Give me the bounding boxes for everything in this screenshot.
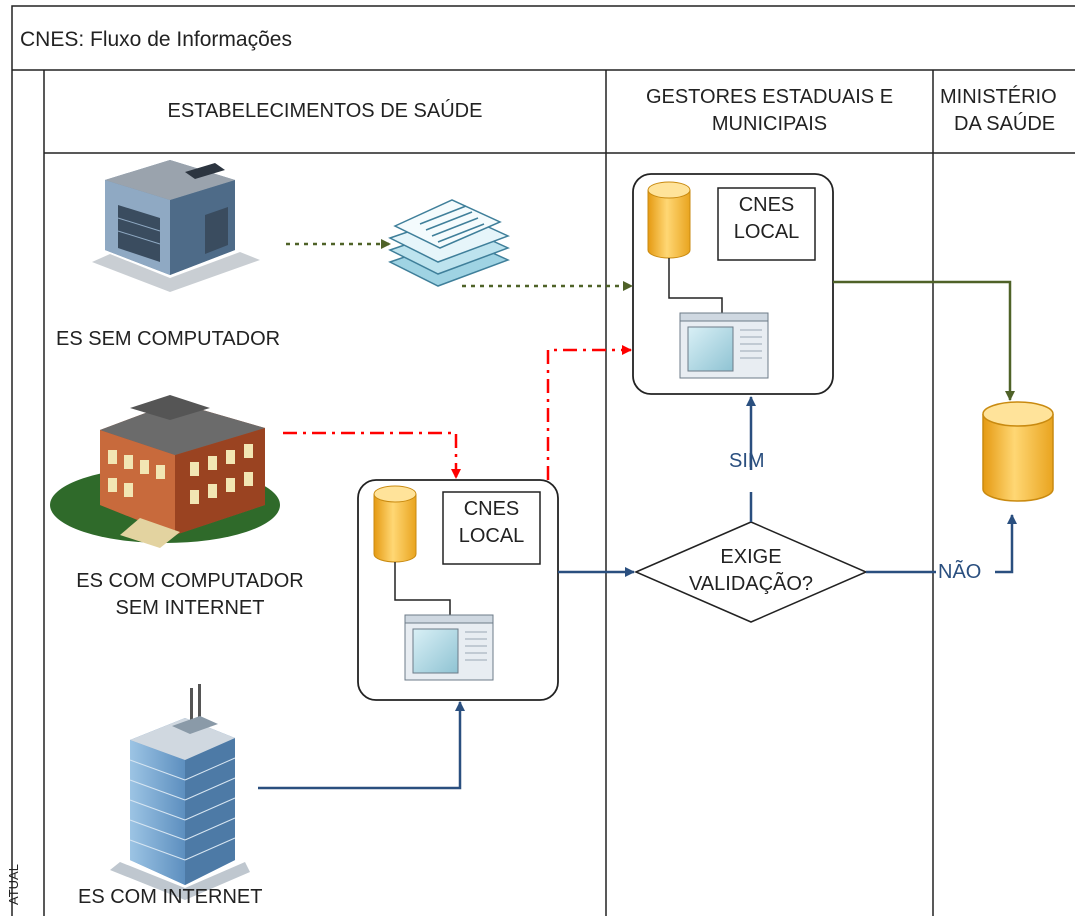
diagram-title: CNES: Fluxo de Informações [20, 28, 292, 51]
database-icon [647, 181, 691, 259]
flow-gestores-to-ministry [833, 280, 1015, 401]
side-label: ATUAL [6, 864, 21, 906]
db-to-app-connector [668, 258, 723, 316]
label-line: EXIGE [720, 546, 782, 568]
lane-header-line: ESTABELECIMENTOS DE SAÚDE [167, 100, 483, 122]
flow-cnes-local-to-gestores [546, 345, 632, 480]
lane-header-gestores: GESTORES ESTADUAIS E MUNICIPAIS [606, 84, 933, 138]
cnes-local-label-gestores: CNES LOCAL [718, 192, 815, 246]
label-line: VALIDAÇÃO? [688, 573, 814, 595]
cnes-local-label-frame-gestores [717, 187, 816, 261]
db-to-app-connector [394, 562, 451, 618]
label-line: LOCAL [733, 221, 800, 243]
database-icon [982, 401, 1054, 502]
cnes-local-label-establishment: CNES LOCAL [443, 496, 540, 550]
lane-header-ministry: MINISTÉRIO DA SAÚDE [940, 84, 1075, 138]
lane-header-line: MINISTÉRIO [940, 86, 1057, 108]
application-window-icon [404, 614, 494, 681]
office-building-icon [92, 160, 260, 292]
flow-school-to-cnes-local [283, 431, 461, 479]
lane-header-line: DA SAÚDE [954, 113, 1056, 135]
paper-documents-icon [388, 199, 510, 287]
edge-label-yes: SIM [729, 450, 765, 472]
database-icon [373, 485, 417, 563]
es-com-computador-label: ES COM COMPUTADOR SEM INTERNET [50, 568, 330, 622]
edge-label-no: NÃO [938, 561, 982, 583]
school-building-icon [50, 395, 280, 548]
flow-decision-no [995, 514, 1017, 574]
lane-header-establishments: ESTABELECIMENTOS DE SAÚDE [44, 98, 606, 125]
lane-header-line: MUNICIPAIS [711, 113, 828, 135]
application-window-icon [679, 312, 769, 379]
swimlane-frame [11, 5, 1075, 916]
label-line: SEM INTERNET [115, 597, 265, 619]
cnes-local-label-frame-establishment [442, 491, 541, 565]
es-sem-computador-label: ES SEM COMPUTADOR [56, 328, 281, 350]
flow-internet-to-cnes-local [258, 701, 465, 790]
es-com-internet-label: ES COM INTERNET [78, 886, 263, 908]
label-line: CNES [463, 498, 520, 520]
label-line: LOCAL [458, 525, 525, 547]
lane-header-line: GESTORES ESTADUAIS E [645, 86, 894, 108]
label-line: ES COM COMPUTADOR [76, 570, 304, 592]
label-line: CNES [738, 194, 795, 216]
decision-label: EXIGE VALIDAÇÃO? [660, 544, 842, 598]
skyscraper-icon [110, 684, 250, 900]
